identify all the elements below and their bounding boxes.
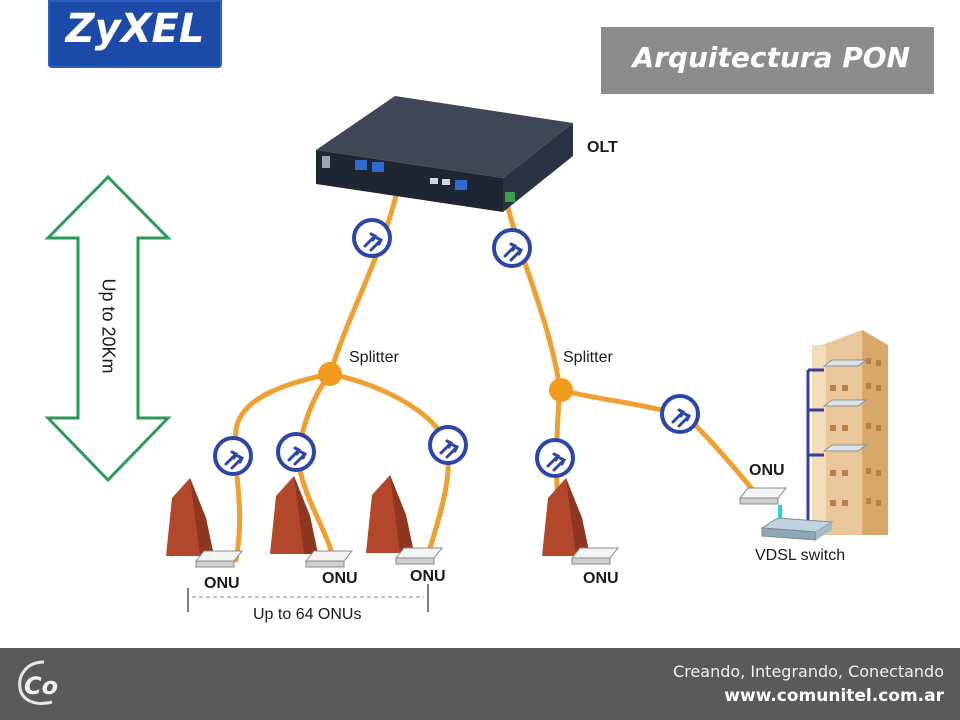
house-icon [166, 478, 214, 556]
splitter-left [318, 362, 342, 386]
zyxel-logo: ZyXEL [48, 0, 222, 68]
onu-label: ONU [410, 568, 446, 585]
vdsl-switch-label: VDSL switch [755, 547, 846, 564]
onu-device-icon [195, 550, 243, 568]
connector-icon [492, 228, 532, 268]
distance-arrow [44, 174, 172, 483]
connector-icon [428, 425, 468, 465]
onu-device-icon [395, 547, 443, 565]
connector-icon [213, 436, 253, 476]
onu-device-icon [571, 547, 619, 565]
vdsl-switch-device [760, 517, 834, 541]
building-icon [812, 330, 888, 535]
zyxel-logo-text: ZyXEL [65, 6, 205, 52]
onu-label: ONU [322, 570, 358, 587]
onu-device-icon [739, 487, 787, 505]
floor-switch-icon [822, 359, 868, 452]
title-banner: Arquitectura PON [601, 27, 934, 94]
splitter-right-label: Splitter [563, 349, 613, 366]
connector-icon [352, 218, 392, 258]
house-icon [270, 476, 318, 554]
footer-bar: Co Creando, Integrando, Conectando www.c… [0, 648, 960, 720]
comunitel-logo-text: Co [24, 672, 58, 700]
connector-icon [660, 394, 700, 434]
onu-device-icon [305, 550, 353, 568]
footer-website[interactable]: www.comunitel.com.ar [724, 686, 944, 706]
distance-label: Up to 20Km [98, 278, 119, 374]
splitter-left-label: Splitter [349, 349, 399, 366]
onu-count-label: Up to 64 ONUs [253, 606, 362, 623]
house-icon [542, 478, 590, 556]
vdsl-links [806, 368, 824, 525]
comunitel-logo: Co [18, 660, 58, 705]
onu-label: ONU [583, 570, 619, 587]
footer-tagline: Creando, Integrando, Conectando [673, 662, 944, 681]
page-title: Arquitectura PON [632, 41, 910, 74]
splitter-right [549, 378, 573, 402]
onu-label: ONU [204, 575, 240, 592]
pon-diagram [44, 96, 888, 612]
connector-icon [276, 432, 316, 472]
olt-label: OLT [587, 139, 618, 156]
olt-device [316, 96, 573, 212]
house-icon [366, 475, 414, 553]
onu-range-bracket [187, 584, 429, 612]
connector-icon [535, 438, 575, 478]
onu-label: ONU [749, 462, 785, 479]
